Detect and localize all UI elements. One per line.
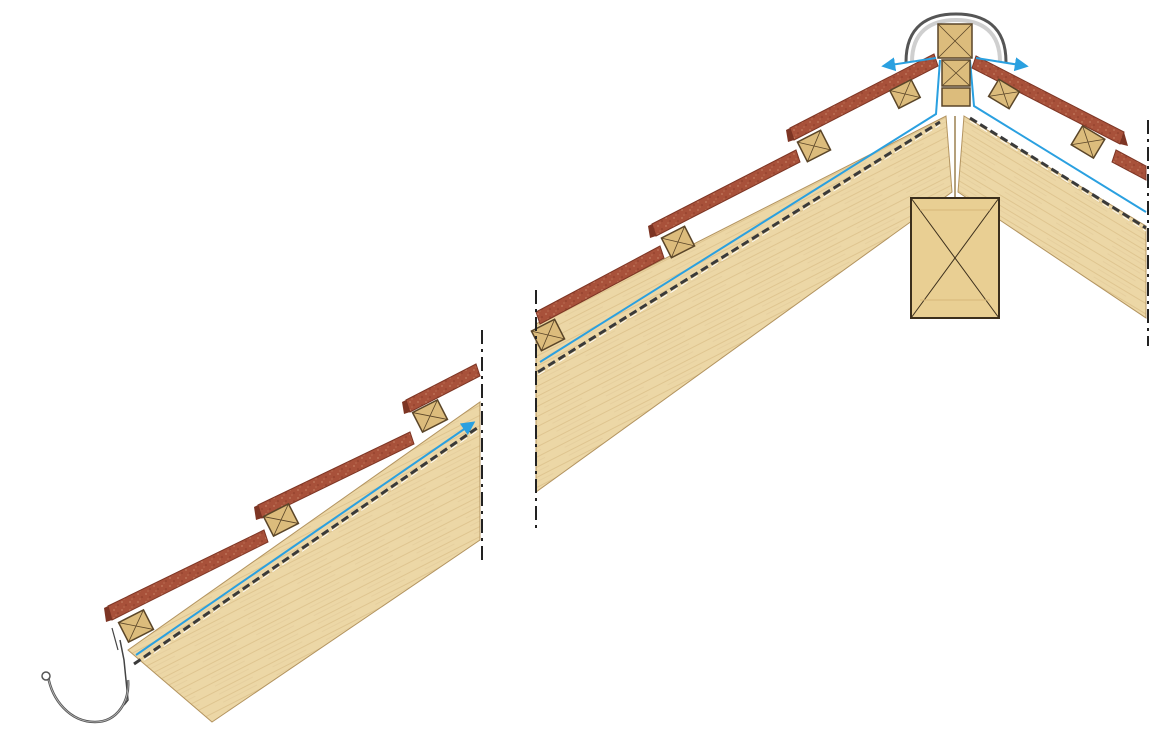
gutter	[41, 671, 130, 724]
tile-battens-ridge-left	[530, 78, 922, 352]
airflow-ridge-left	[539, 59, 941, 363]
roof-tiles-ridge-right	[971, 55, 1147, 181]
roof-tiles-ridge-left	[535, 53, 939, 325]
airflow-ridge-right	[969, 59, 1147, 213]
airflow-out-right-arrow	[975, 57, 1029, 72]
underlay-membrane-left	[133, 424, 481, 666]
rafter-right-left-slope	[535, 115, 953, 493]
eaves-section	[41, 330, 483, 724]
ridge-section	[530, 12, 1149, 528]
ridge-battens	[937, 23, 973, 107]
airflow-out-left-arrow	[881, 57, 937, 72]
tile-battens-left	[117, 398, 449, 644]
membrane-highlight	[969, 120, 1147, 232]
fascia-drip	[119, 639, 129, 706]
drip-edge	[111, 627, 119, 651]
roof-tiles-left	[104, 363, 481, 622]
airflow-arrow-eaves	[135, 421, 476, 656]
ridge-beam	[910, 197, 1000, 319]
membrane-highlight	[537, 124, 941, 376]
gutter-bead	[41, 671, 51, 681]
tile-battens-ridge-right	[987, 78, 1106, 160]
ridge-vent-cap	[904, 12, 1008, 63]
underlay-membrane-ridge-left	[537, 120, 941, 374]
underlay-membrane-ridge-right	[969, 116, 1147, 230]
rafter-left	[127, 401, 481, 723]
membrane-highlight	[133, 428, 481, 668]
